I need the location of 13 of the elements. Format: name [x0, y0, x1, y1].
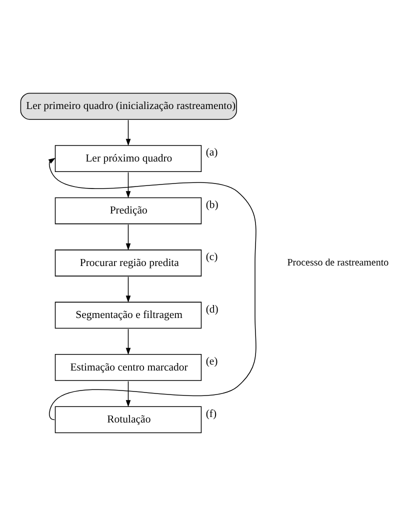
node-label: (e) [206, 355, 218, 368]
node-label: (d) [206, 302, 218, 315]
node-label: (a) [206, 146, 218, 158]
node-label: (f) [206, 407, 217, 420]
arrow [126, 224, 131, 250]
arrow [126, 380, 131, 407]
node-label: (b) [206, 198, 218, 210]
arrow [126, 276, 131, 302]
label: Processo de rastreamento [287, 257, 389, 268]
arrow [126, 171, 131, 198]
arrow [126, 328, 131, 354]
arrow [126, 119, 131, 146]
node-label: (c) [206, 250, 218, 263]
